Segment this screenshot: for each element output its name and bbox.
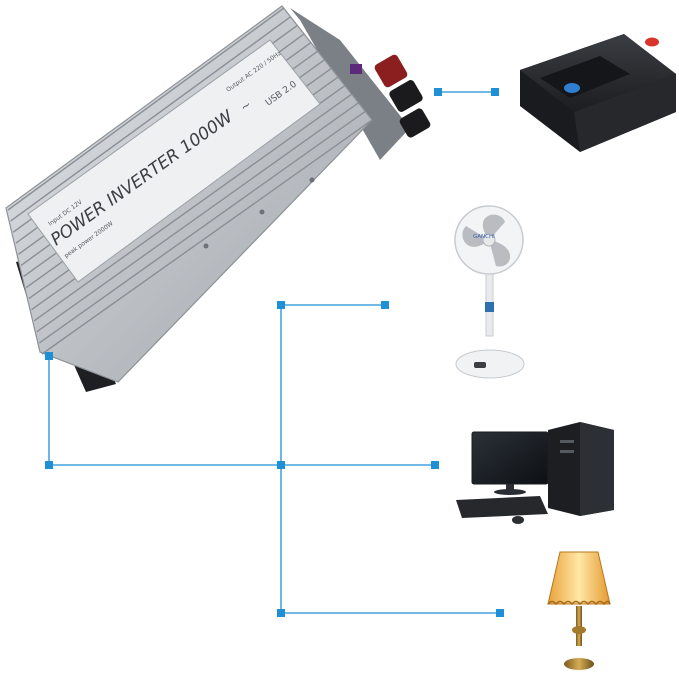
keyboard-icon (456, 496, 548, 518)
battery-lid-ridge (540, 56, 630, 98)
screw-icon (309, 177, 315, 183)
fan-hub (482, 233, 496, 247)
screw-icon (203, 243, 209, 249)
car-battery (520, 34, 676, 152)
usb-port-icon (350, 64, 362, 74)
heatsink-fin (10, 16, 292, 222)
connector-node (496, 609, 504, 617)
connector-node (277, 609, 285, 617)
drive-bay-icon (560, 450, 574, 453)
inverter-terminals (350, 54, 431, 138)
connector-node (277, 301, 285, 309)
negative-terminal-icon (564, 83, 580, 93)
heatsink-fin (7, 7, 285, 211)
lamp-shade (547, 551, 611, 605)
connector-node (45, 352, 53, 360)
monitor-screen (471, 431, 549, 485)
power-inverter: POWER INVERTER 1000W Input DC 12V peak p… (5, 5, 431, 392)
lamp-shade-trim (547, 600, 611, 606)
fan-collar (485, 302, 494, 312)
inverter-label-plate (27, 39, 321, 283)
connector-lines (48, 91, 500, 614)
connector-node (434, 88, 442, 96)
pc-tower-side (580, 422, 614, 516)
monitor-stand (494, 489, 526, 495)
drive-bay-icon (560, 440, 574, 443)
fan-base (455, 349, 525, 379)
black-terminal-icon (399, 108, 431, 138)
connector-node (491, 88, 499, 96)
inverter-end-panel (290, 8, 410, 160)
heatsink-fin (41, 119, 373, 355)
red-terminal-icon (374, 54, 408, 88)
positive-terminal-icon (645, 37, 659, 47)
connector-node (381, 301, 389, 309)
pedestal-fan: GANCHI (454, 205, 525, 379)
table-lamp (547, 551, 611, 670)
monitor-neck (506, 484, 514, 490)
heatsink-fin (33, 93, 353, 322)
fan-blade (462, 226, 489, 247)
heatsink-fin (38, 110, 366, 344)
connector-node (45, 461, 53, 469)
fan-brand-label: GANCHI (473, 234, 495, 240)
fan-blade (489, 240, 511, 267)
heatsink-fin (36, 102, 359, 333)
connector-node (431, 461, 439, 469)
desktop-computer (456, 422, 614, 524)
fan-switch-icon (474, 362, 486, 368)
mouse-icon (512, 516, 524, 524)
battery-side (574, 74, 676, 152)
connector-nodes (45, 88, 504, 617)
lamp-knob (572, 626, 586, 634)
connector-node (277, 461, 285, 469)
lamp-base (564, 658, 594, 670)
screw-icon (259, 209, 265, 215)
black-terminal-icon (389, 80, 423, 112)
